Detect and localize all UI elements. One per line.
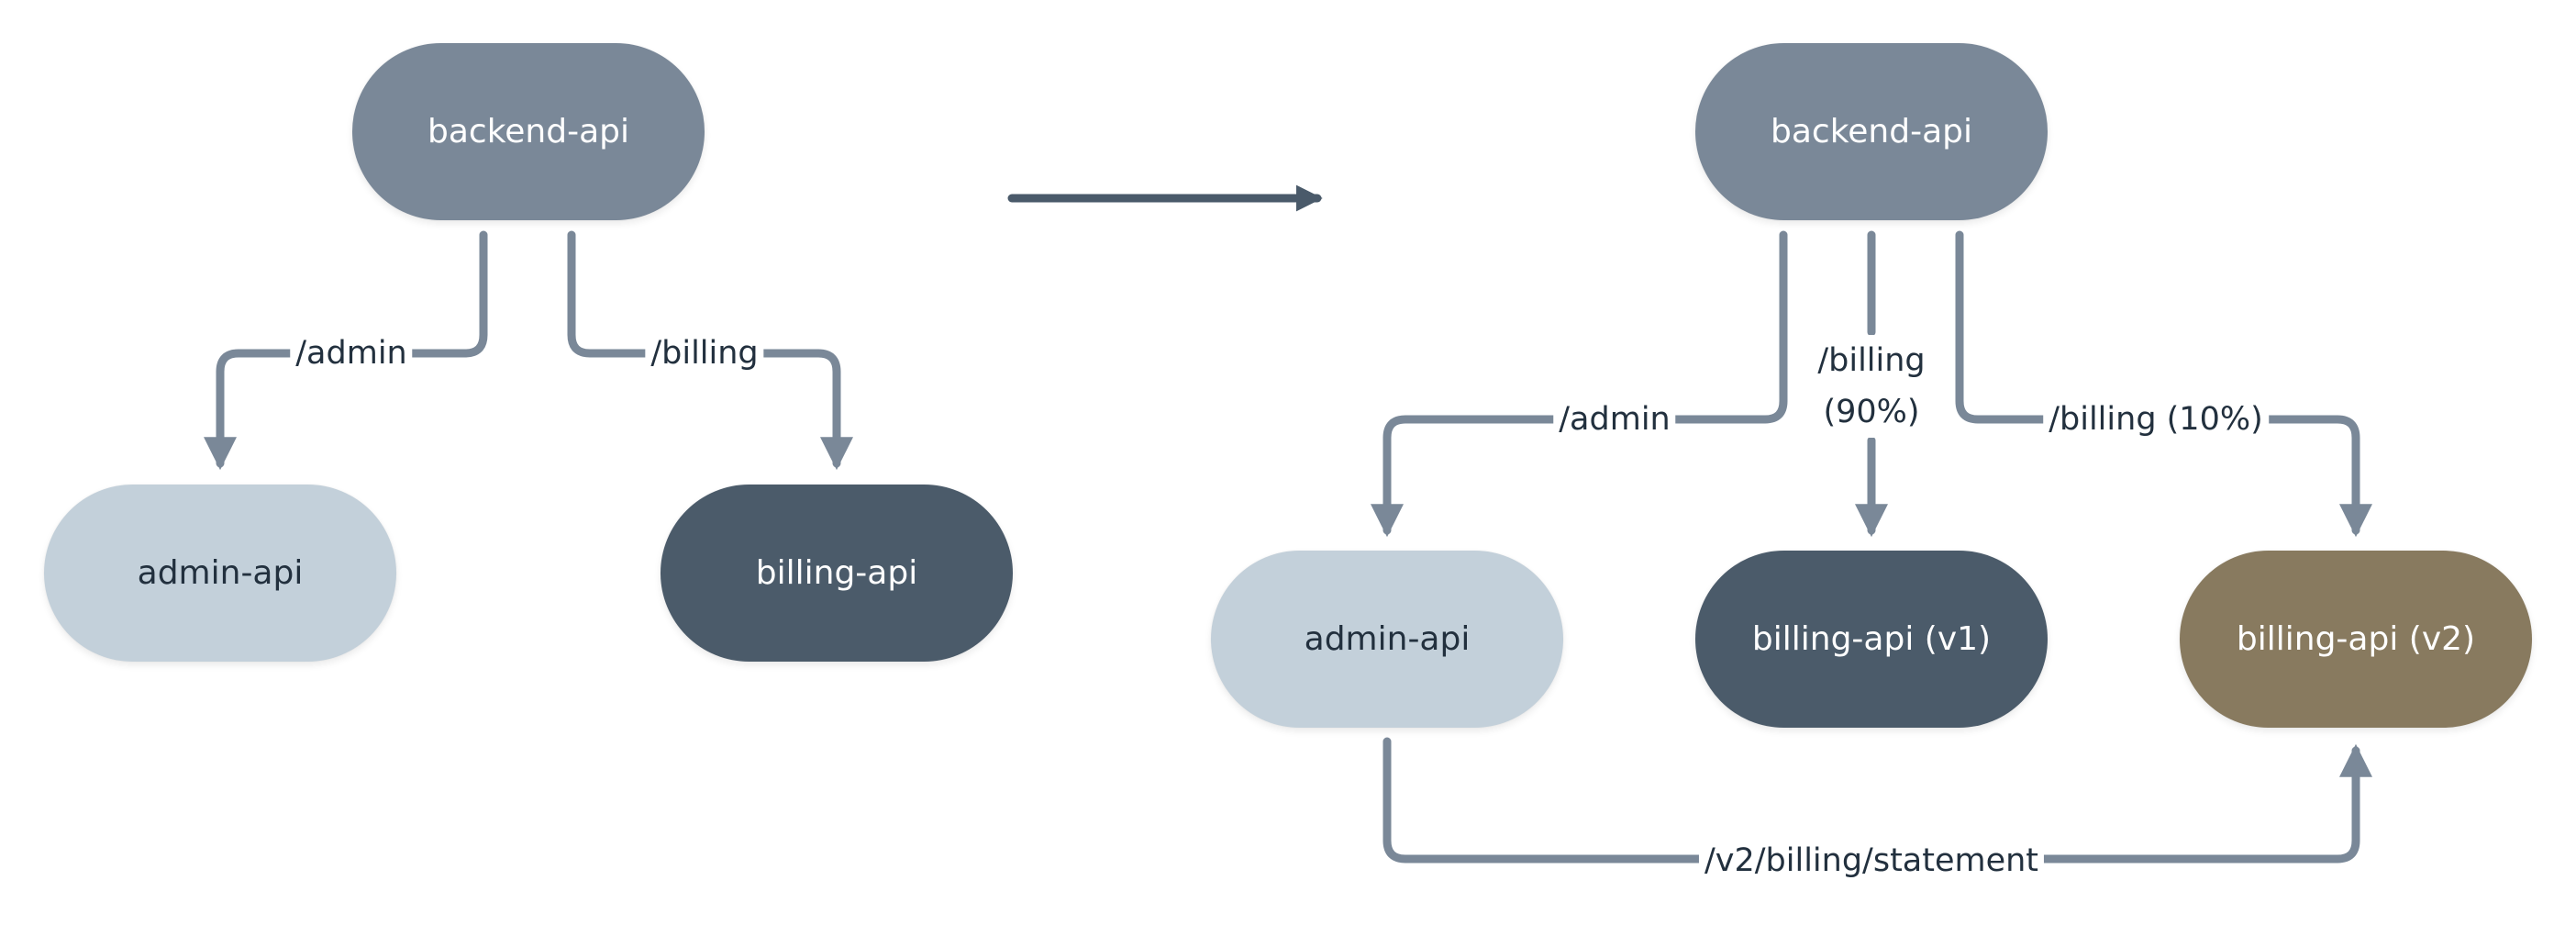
- edge-label-line: (90%): [1823, 394, 1920, 430]
- node-label: admin-api: [137, 554, 304, 592]
- node-label: backend-api: [427, 113, 629, 150]
- edge-after-billing-v2: [1955, 230, 2372, 538]
- edge-after-admin: [1371, 230, 1788, 538]
- node-label: billing-api: [755, 554, 918, 592]
- node-label: billing-api (v2): [2236, 620, 2476, 658]
- edge-label-after-billing-v2: /billing (10%): [2043, 394, 2269, 445]
- node-label: backend-api: [1771, 113, 1972, 150]
- node-after-backend-api: backend-api: [1695, 43, 2048, 220]
- node-after-admin-api: admin-api: [1211, 551, 1563, 728]
- edge-label-after-admin: /admin: [1553, 394, 1676, 445]
- node-after-billing-api-v2: billing-api (v2): [2180, 551, 2532, 728]
- edge-label-line: /billing: [1817, 342, 1926, 379]
- node-label: admin-api: [1304, 620, 1471, 658]
- edge-label-before-admin: /admin: [290, 328, 413, 379]
- edge-label-after-statement: /v2/billing/statement: [1698, 835, 2045, 886]
- edge-label-before-billing: /billing: [645, 328, 764, 379]
- node-label: billing-api (v1): [1751, 620, 1992, 658]
- node-before-billing-api: billing-api: [661, 485, 1013, 662]
- node-before-admin-api: admin-api: [44, 485, 396, 662]
- node-after-billing-api-v1: billing-api (v1): [1695, 551, 2048, 728]
- edge-label-after-billing-v1: /billing (90%): [1812, 335, 1931, 438]
- node-before-backend-api: backend-api: [352, 43, 705, 220]
